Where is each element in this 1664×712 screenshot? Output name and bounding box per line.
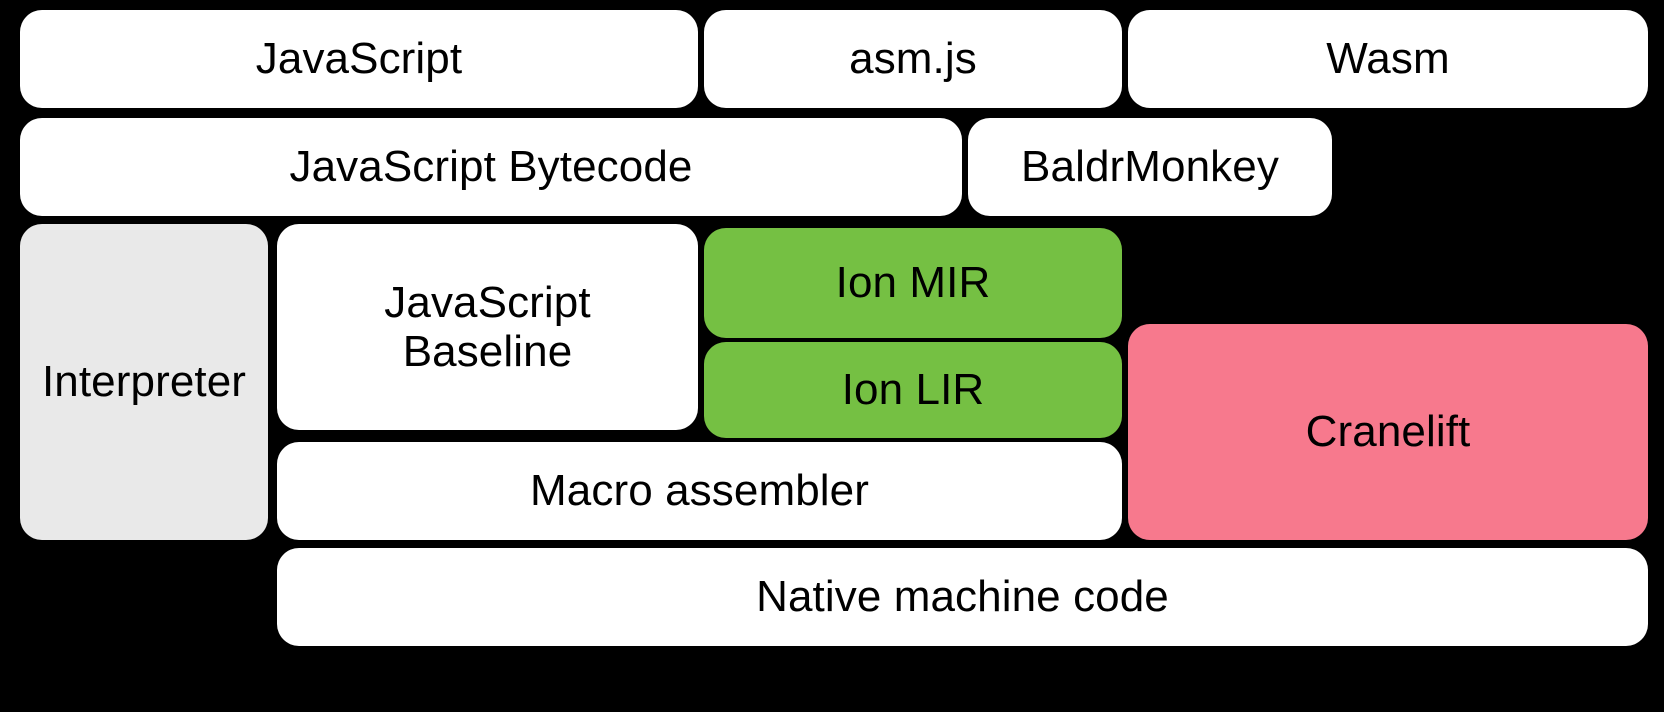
node-cranelift: Cranelift	[1128, 324, 1648, 540]
node-ion-mir: Ion MIR	[704, 228, 1122, 338]
node-native-machine-code: Native machine code	[277, 548, 1648, 646]
node-javascript-bytecode: JavaScript Bytecode	[20, 118, 962, 216]
node-wasm: Wasm	[1128, 10, 1648, 108]
node-javascript: JavaScript	[20, 10, 698, 108]
node-javascript-baseline: JavaScript Baseline	[277, 224, 698, 430]
node-interpreter: Interpreter	[20, 224, 268, 540]
node-ion-lir: Ion LIR	[704, 342, 1122, 438]
node-baldrmonkey: BaldrMonkey	[968, 118, 1332, 216]
node-macro-assembler: Macro assembler	[277, 442, 1122, 540]
node-asm-js: asm.js	[704, 10, 1122, 108]
